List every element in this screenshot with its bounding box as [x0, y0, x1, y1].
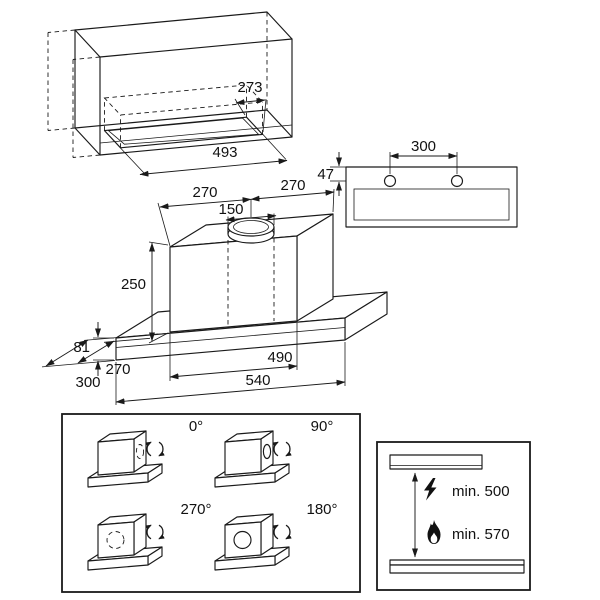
electric-clearance-label: min. 500: [452, 483, 510, 500]
rotation-panel-border: [61, 413, 361, 593]
edge-to-hole-dimension: 47: [317, 152, 346, 196]
mounting-hole-right: [450, 174, 464, 188]
edge-to-hole-label: 47: [317, 166, 334, 183]
depth-dimensions: 270 300: [41, 333, 159, 391]
right-half-width-label: 270: [280, 177, 305, 194]
rotation-arrows-icon: [145, 524, 165, 540]
cabinet-niche-figure: 273 493: [47, 11, 293, 177]
total-depth-label: 300: [75, 374, 100, 391]
rotation-angle-label-180: 180°: [306, 501, 337, 518]
niche-depth-dimension: 273: [234, 79, 267, 133]
mounting-plate-outline: [345, 166, 518, 228]
duct-diameter-dimension: 150: [218, 201, 277, 226]
rotation-angle-label-0: 0°: [189, 418, 203, 435]
mini-hood-0deg: [87, 430, 434, 488]
rotation-angle-label-90: 90°: [311, 418, 334, 435]
niche-opening: [103, 116, 264, 149]
hood-dimension-figure: 270 270 150 250 81 270: [41, 177, 388, 405]
rotation-angle-label-270: 270°: [180, 501, 211, 518]
mini-hood-180deg: [214, 513, 561, 571]
mounting-holes-figure: 300 47: [317, 138, 518, 228]
body-width-label: 490: [267, 349, 292, 366]
clearance-panel: min. 500 min. 570: [376, 441, 531, 591]
duct-collar: [227, 217, 275, 244]
mini-hood-90deg: [214, 430, 561, 488]
rotation-arrows-icon: [145, 441, 165, 457]
lightning-bolt-icon: [424, 478, 437, 501]
body-height-label: 250: [121, 276, 146, 293]
hole-spacing-label: 300: [411, 138, 436, 155]
duct-diameter-label: 150: [218, 201, 243, 218]
top-width-dimension: 270 270: [157, 177, 335, 247]
outlet-hole: [233, 530, 252, 550]
outlet-hole: [262, 443, 272, 460]
mini-hood-270deg: [87, 513, 434, 571]
clearance-panel-border: [376, 441, 531, 591]
niche-depth-label: 273: [237, 79, 262, 96]
hole-spacing-dimension: 300: [389, 138, 458, 174]
rotation-arrows-icon: [272, 524, 292, 540]
body-width-dimension: 490: [169, 323, 298, 381]
niche-width-label: 493: [212, 144, 237, 161]
mounting-hole-left: [383, 174, 397, 188]
outlet-rotation-panel: 0° 90° 270° 180°: [61, 413, 561, 593]
niche-width-dimension: 493: [120, 133, 288, 177]
total-width-label: 540: [245, 372, 270, 389]
gas-clearance-label: min. 570: [452, 526, 510, 543]
total-width-dimension: 540: [115, 342, 346, 405]
outlet-hole-hidden: [106, 531, 125, 549]
cooktop-side-view: [389, 559, 525, 574]
flame-icon: [427, 520, 441, 544]
outlet-hole-hidden: [135, 444, 145, 459]
rotation-arrows-icon: [272, 441, 292, 457]
body-height-dimension: 250: [121, 241, 169, 344]
left-half-width-label: 270: [192, 184, 217, 201]
body-depth-label: 270: [105, 361, 130, 378]
hood-side-view: [389, 454, 483, 470]
